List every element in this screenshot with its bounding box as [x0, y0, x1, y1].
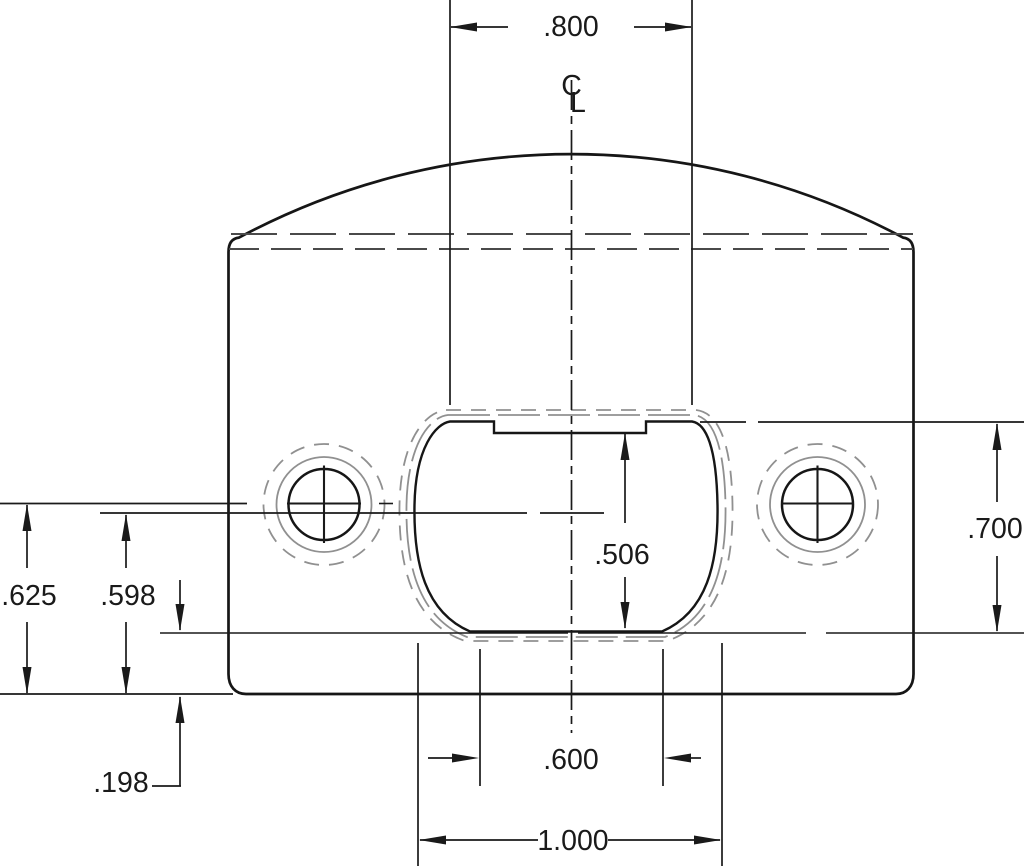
arrowhead-down — [121, 667, 131, 694]
arrowhead-down — [992, 605, 1002, 632]
right-hole-counterbore-circle — [769, 456, 866, 553]
dimension-base-offset: .198 — [93, 580, 185, 799]
arrowhead-down — [620, 602, 630, 629]
dim-label-700: .700 — [967, 513, 1022, 545]
dimension-right-height: .700 — [700, 421, 1024, 632]
dimension-slot-center-height: .598 — [100, 514, 156, 694]
arrowhead-down — [22, 667, 32, 694]
left-hole — [262, 443, 393, 566]
dimension-hole-center-height: .625 — [1, 504, 57, 694]
dim-label-1000: 1.000 — [537, 825, 608, 857]
centerline-symbol-l: L — [570, 87, 586, 119]
arrowhead-left — [450, 22, 477, 32]
arrowhead-left — [419, 835, 446, 845]
arrowhead-right — [452, 753, 479, 763]
arrowhead-up — [992, 423, 1002, 450]
dim-label-506: .506 — [594, 539, 649, 571]
arrowhead-left — [664, 753, 691, 763]
dim-label-198: .198 — [93, 767, 148, 799]
arrowhead-up — [121, 514, 131, 541]
slot-hidden-outline — [398, 409, 734, 642]
left-hole-counterbore-circle — [275, 456, 373, 553]
left-hole-hidden-circle — [262, 443, 386, 566]
reference-lines — [0, 502, 1024, 695]
arrowhead-up — [175, 696, 185, 723]
arrowhead-up — [620, 433, 630, 460]
dimension-slot-height: .506 — [594, 433, 650, 629]
centerline-symbol: C L — [561, 70, 586, 119]
slot-counterbore-outline — [405, 414, 727, 638]
right-hole-hidden-circle — [756, 443, 879, 566]
arrowhead-up — [22, 504, 32, 531]
body-outline-path — [227, 152, 915, 696]
dimension-slot-bottom-width: .600 — [428, 649, 701, 786]
dimension-top-width: .800 — [449, 0, 693, 405]
arrowhead-right — [694, 835, 721, 845]
right-hole — [756, 443, 879, 566]
slot-outline — [413, 420, 719, 633]
centerline-symbol-c: C — [561, 70, 582, 102]
arrowhead-right — [665, 22, 692, 32]
dim-label-600: .600 — [543, 744, 598, 776]
dim-label-625: .625 — [1, 580, 56, 612]
dim-label-598: .598 — [100, 580, 155, 612]
dimension-slot-overall-width: 1.000 — [417, 643, 723, 866]
center-slot — [398, 409, 734, 642]
dim-label-800: .800 — [543, 11, 598, 43]
arrowhead-down — [175, 604, 185, 631]
